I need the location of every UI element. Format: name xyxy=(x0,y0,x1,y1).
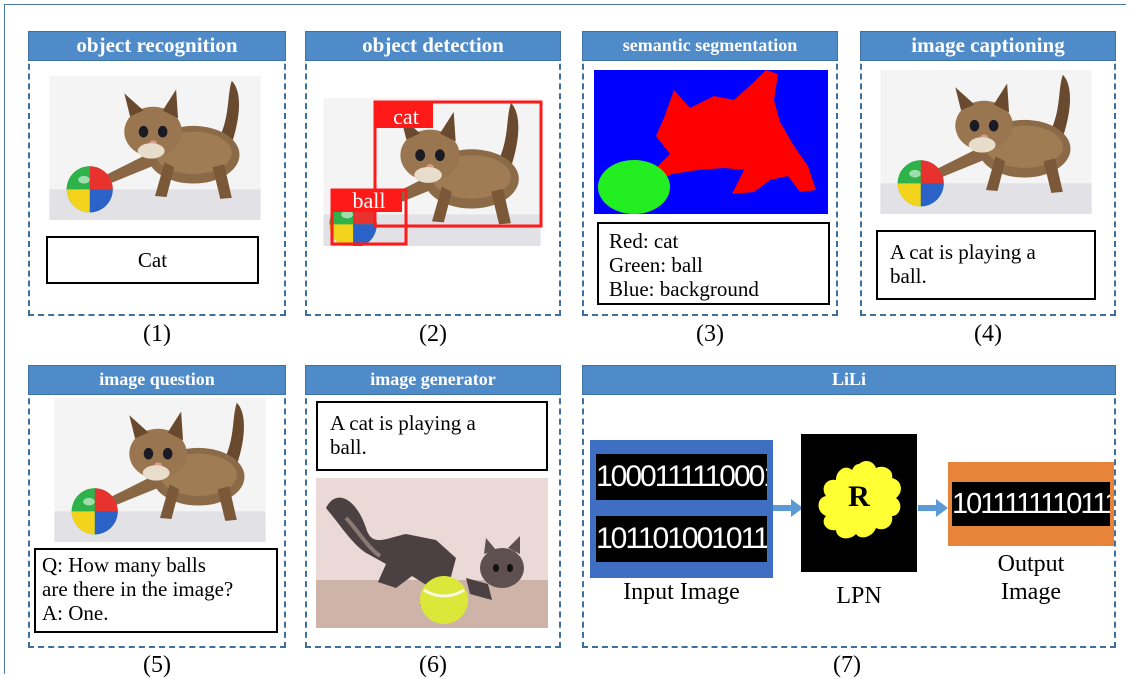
legend-blue: Blue: background xyxy=(609,277,759,301)
question-line: Q: How many balls xyxy=(42,553,206,577)
lpn-box: R xyxy=(801,434,917,572)
output-caption-line: Output xyxy=(997,551,1065,577)
legend-green: Green: ball xyxy=(609,253,703,277)
arrow-icon xyxy=(918,499,948,517)
legend-red: Red: cat xyxy=(609,229,679,253)
output-image-caption: Output Image xyxy=(948,550,1114,606)
detection-label-ball: ball xyxy=(352,188,386,213)
prompt-line: A cat is playing a xyxy=(330,411,476,435)
kitten-image xyxy=(52,398,268,542)
kitten-image xyxy=(47,76,263,220)
header-object-detection: object detection xyxy=(305,31,561,61)
generated-image xyxy=(316,478,548,628)
detection-label-cat: cat xyxy=(393,104,419,129)
arrow-icon xyxy=(773,499,803,517)
panel-number: (6) xyxy=(419,652,447,678)
lpn-symbol: R xyxy=(848,480,870,513)
panel-number: (2) xyxy=(419,321,447,347)
detection-boxes xyxy=(330,100,543,246)
header-semantic-segmentation: semantic segmentation xyxy=(582,31,838,61)
header-image-generator: image generator xyxy=(305,365,561,395)
output-image: 10111111101110 xyxy=(948,462,1114,546)
prompt-line: ball. xyxy=(330,435,367,459)
answer-line: A: One. xyxy=(42,601,109,625)
figure-frame xyxy=(4,4,1126,674)
panel-number: (5) xyxy=(143,652,171,678)
header-image-question: image question xyxy=(28,365,286,395)
lpn-blob-icon xyxy=(818,461,901,539)
segmentation-map xyxy=(594,70,828,214)
segmentation-legend-box: Red: cat Green: ball Blue: background xyxy=(597,222,830,305)
panel-number: (4) xyxy=(974,321,1002,347)
output-bits-row: 10111111101110 xyxy=(952,482,1110,526)
question-line: are there in the image? xyxy=(42,577,234,601)
question-box: Q: How many balls are there in the image… xyxy=(34,548,278,633)
header-image-captioning: image captioning xyxy=(860,31,1116,61)
panel-number: (7) xyxy=(833,652,861,678)
prompt-box: A cat is playing a ball. xyxy=(316,401,548,471)
output-caption-line: Image xyxy=(1001,579,1061,605)
input-image-caption: Input Image xyxy=(623,579,740,605)
header-lili: LiLi xyxy=(582,365,1116,395)
caption-box: A cat is playing a ball. xyxy=(876,230,1096,300)
caption-line: ball. xyxy=(890,264,927,288)
panel-number: (3) xyxy=(696,321,724,347)
header-object-recognition: object recognition xyxy=(28,31,286,61)
panel-number: (1) xyxy=(143,321,171,347)
kitten-image xyxy=(878,70,1094,214)
caption-line: A cat is playing a xyxy=(890,240,1036,264)
lpn-caption: LPN xyxy=(836,583,882,609)
answer-box: Cat xyxy=(46,236,259,284)
input-bits-row: 10110100101110 xyxy=(596,516,767,562)
